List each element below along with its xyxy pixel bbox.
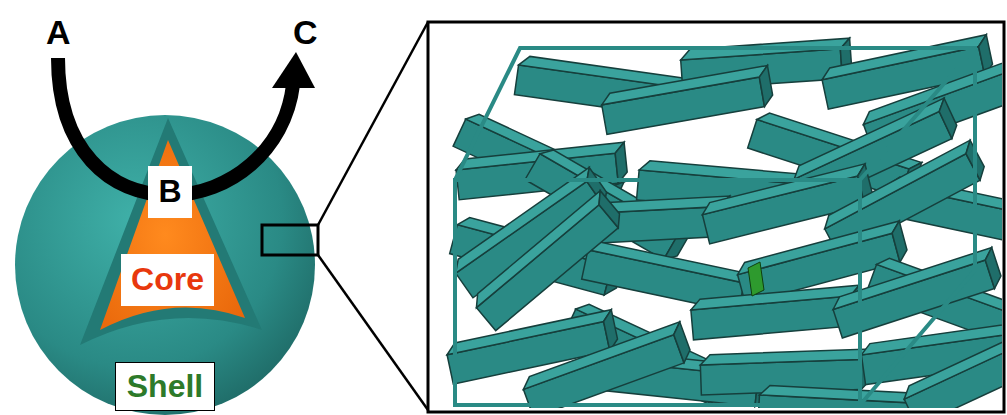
- arrow-head: [272, 52, 315, 88]
- rod-pile: [445, 35, 1002, 408]
- cutaway-face: [80, 118, 262, 345]
- zoom-marker: [262, 225, 318, 255]
- node-label: B: [158, 174, 181, 209]
- zoom-line: [318, 22, 428, 225]
- box-outline: [455, 48, 975, 405]
- label-box: B: [148, 166, 192, 218]
- label-box: Shell: [115, 362, 215, 411]
- shell-sphere: [15, 115, 315, 415]
- node-label: Core: [131, 262, 204, 297]
- point-label: A: [46, 15, 71, 49]
- core-wedge: [100, 140, 245, 330]
- label-box: Core: [121, 254, 214, 306]
- zoom-line: [318, 255, 428, 410]
- node-label: Shell: [127, 369, 203, 404]
- green-particle: [748, 262, 764, 296]
- point-label: C: [293, 15, 318, 49]
